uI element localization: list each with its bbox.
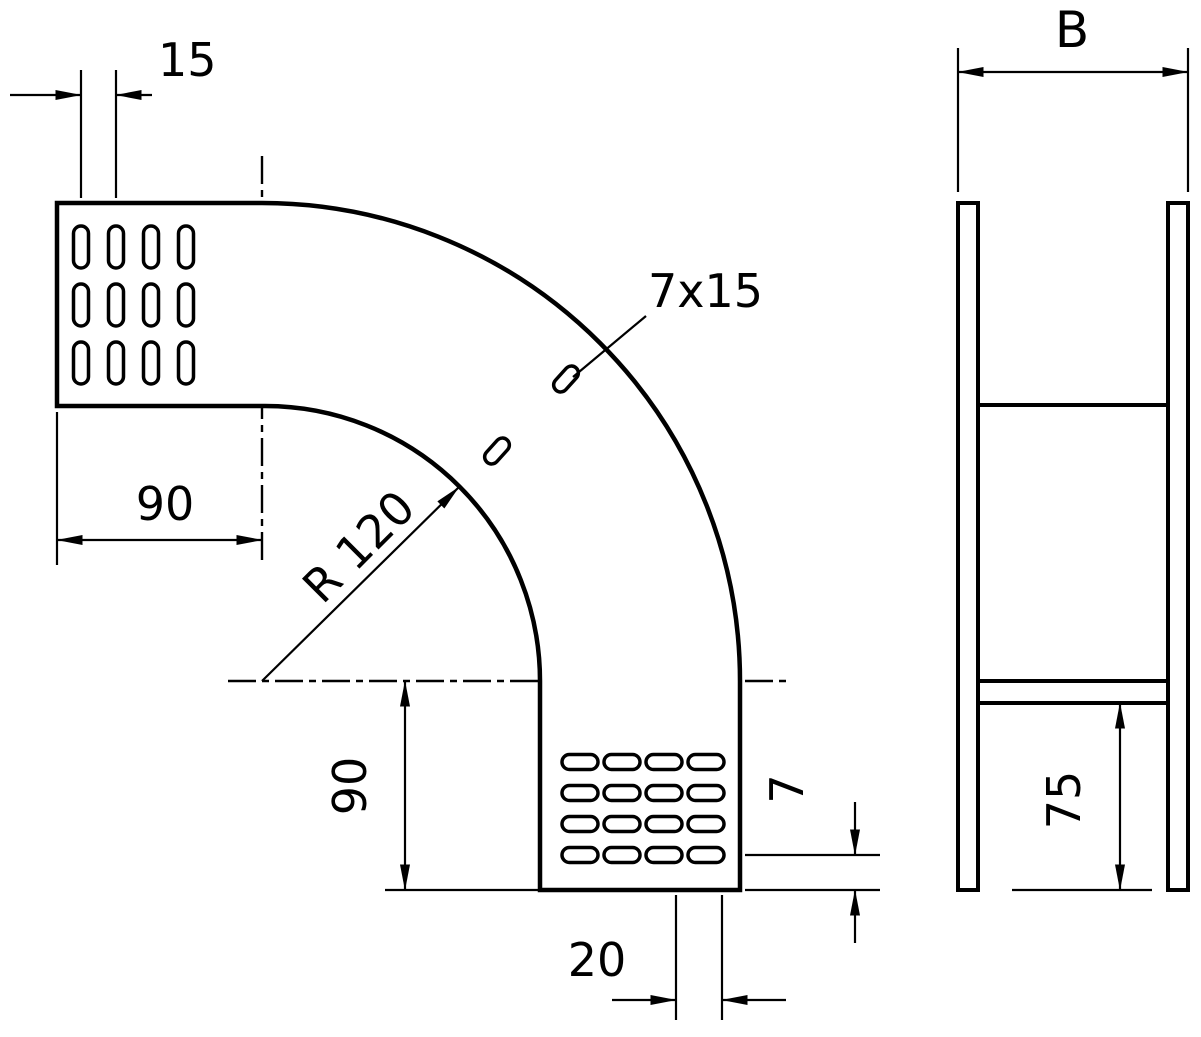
- slot: [602, 845, 642, 865]
- slot: [551, 364, 581, 394]
- slot: [602, 783, 642, 803]
- dim-radius: R 120: [261, 480, 460, 682]
- dim-slot-pitch: 15: [10, 33, 217, 198]
- slot: [106, 340, 126, 386]
- dim-width: B: [956, 1, 1190, 192]
- plan-view: 15 90 R 120 7x15 90: [10, 33, 880, 1020]
- slot: [560, 814, 600, 834]
- slot: [644, 783, 684, 803]
- dim-label-leg-vertical: 90: [323, 757, 377, 816]
- slot-size-callout: 7x15: [572, 264, 763, 378]
- dim-leg-vertical: 90: [323, 680, 540, 892]
- slot: [686, 783, 726, 803]
- slot: [602, 814, 642, 834]
- dim-leg-horizontal: 90: [55, 412, 263, 565]
- dim-label-leg-horizontal: 90: [136, 477, 195, 531]
- side-rail-right: [1166, 201, 1190, 892]
- dim-height: 75: [1012, 702, 1152, 892]
- slot: [482, 436, 512, 466]
- slot: [602, 752, 642, 772]
- dim-label-width: B: [1055, 1, 1089, 59]
- slot: [71, 224, 91, 270]
- slot: [560, 845, 600, 865]
- radius-line: [261, 486, 460, 682]
- slot: [644, 845, 684, 865]
- dim-label-slot-pitch: 15: [158, 33, 217, 87]
- slot: [141, 282, 161, 328]
- slot: [106, 224, 126, 270]
- dim-end-offset: 20: [568, 895, 786, 1020]
- bottom-slot-grid: [560, 752, 726, 865]
- top-slot-grid: [71, 224, 196, 386]
- dim-label-rim: 7: [760, 774, 814, 803]
- slot: [106, 282, 126, 328]
- slot: [644, 752, 684, 772]
- side-view: B 75: [956, 1, 1190, 892]
- slot: [644, 814, 684, 834]
- bend-slots: [482, 364, 581, 466]
- dim-label-radius: R 120: [292, 480, 425, 613]
- slot: [141, 224, 161, 270]
- slot: [141, 340, 161, 386]
- slot: [686, 814, 726, 834]
- slot: [686, 845, 726, 865]
- slot: [176, 282, 196, 328]
- leader-line: [572, 315, 647, 378]
- slot: [71, 340, 91, 386]
- dim-label-end-offset: 20: [568, 933, 627, 987]
- slot: [71, 282, 91, 328]
- slot: [176, 224, 196, 270]
- slot: [560, 783, 600, 803]
- side-rail-left: [956, 201, 980, 892]
- dim-label-slot-size: 7x15: [648, 264, 763, 318]
- dim-rim: 7: [745, 774, 880, 943]
- slot: [686, 752, 726, 772]
- dim-label-height: 75: [1037, 771, 1091, 830]
- slot: [560, 752, 600, 772]
- slot: [176, 340, 196, 386]
